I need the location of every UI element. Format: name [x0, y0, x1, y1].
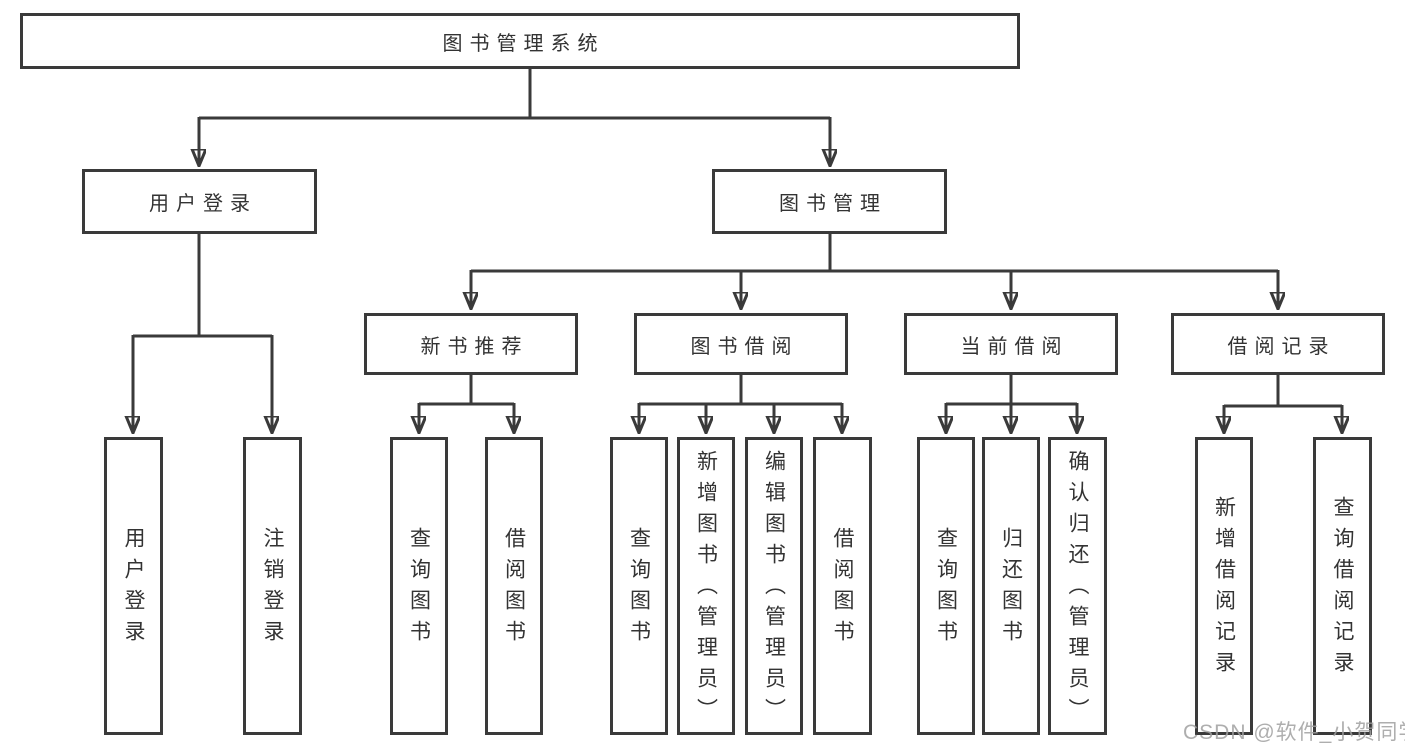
node-new-book-recommend: 新书推荐 [364, 313, 578, 375]
node-borrow-records: 借阅记录 [1171, 313, 1385, 375]
edges-borrow-records [1224, 375, 1342, 432]
leaf-borrow-books-recommend: 借阅图书 [485, 437, 543, 735]
edges-book-management [471, 234, 1278, 308]
leaf-query-borrow-record: 查询借阅记录 [1313, 437, 1372, 735]
leaf-edit-books-admin: 编辑图书（管理员） [745, 437, 803, 735]
node-book-borrow: 图书借阅 [634, 313, 848, 375]
leaf-borrow-books: 借阅图书 [813, 437, 872, 735]
edges-current-borrow [946, 375, 1077, 432]
leaf-user-login: 用户登录 [104, 437, 163, 735]
leaf-query-books-recommend: 查询图书 [390, 437, 448, 735]
edges-book-borrow [639, 375, 842, 432]
watermark: CSDN @软件_小贺同学 [1183, 721, 1405, 744]
node-user-login: 用户登录 [82, 169, 317, 234]
leaf-logout: 注销登录 [243, 437, 302, 735]
leaf-add-borrow-record: 新增借阅记录 [1195, 437, 1253, 735]
leaf-add-books-admin: 新增图书（管理员） [677, 437, 735, 735]
node-current-borrow: 当前借阅 [904, 313, 1118, 375]
leaf-return-books: 归还图书 [982, 437, 1040, 735]
node-library-management-system: 图书管理系统 [20, 13, 1020, 69]
leaf-query-books-current: 查询图书 [917, 437, 975, 735]
node-book-management: 图书管理 [712, 169, 947, 234]
edges-root [199, 69, 830, 165]
edges-user-login [133, 234, 272, 432]
leaf-confirm-return-admin: 确认归还（管理员） [1048, 437, 1107, 735]
leaf-query-books-borrow: 查询图书 [610, 437, 668, 735]
edges-new-book-recommend [419, 375, 514, 432]
